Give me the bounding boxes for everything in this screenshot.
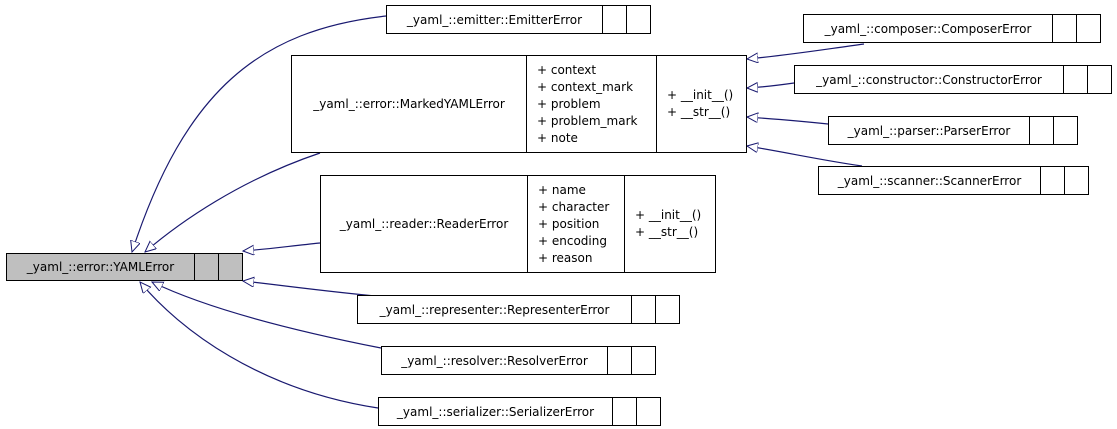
class-node-parsererror[interactable]: _yaml_::parser::ParserError xyxy=(828,116,1078,145)
class-name: _yaml_::resolver::ResolverError xyxy=(401,353,588,368)
attribute-reason: + reason xyxy=(538,250,593,265)
class-node-scannererror[interactable]: _yaml_::scanner::ScannerError xyxy=(818,166,1089,195)
methods-compartment xyxy=(655,296,679,323)
attributes-compartment: + name + character + position + encoding… xyxy=(527,176,624,272)
edge-parser-to-marked xyxy=(747,117,829,125)
attributes-compartment xyxy=(1040,167,1064,194)
class-node-representererror[interactable]: _yaml_::representer::RepresenterError xyxy=(357,295,680,324)
class-name: _yaml_::emitter::EmitterError xyxy=(406,12,583,27)
attribute-context-mark: + context_mark xyxy=(537,79,634,94)
edge-resolver-to-yamlerror xyxy=(152,281,382,349)
methods-compartment xyxy=(636,398,660,425)
class-node-markedyamlerror[interactable]: _yaml_::error::MarkedYAMLError + context… xyxy=(291,55,747,153)
method-init: + __init__() xyxy=(667,88,734,102)
class-node-composererror[interactable]: _yaml_::composer::ComposerError xyxy=(803,14,1101,43)
class-name: _yaml_::representer::RepresenterError xyxy=(379,302,610,317)
class-name: _yaml_::error::MarkedYAMLError xyxy=(313,97,505,111)
attributes-compartment xyxy=(1052,15,1076,42)
class-node-constructorerror[interactable]: _yaml_::constructor::ConstructorError xyxy=(794,65,1112,94)
class-name: _yaml_::serializer::SerializerError xyxy=(396,404,595,419)
class-name: _yaml_::scanner::ScannerError xyxy=(837,173,1022,188)
class-node-yamlerror[interactable]: _yaml_::error::YAMLError xyxy=(6,253,243,281)
attribute-context: + context xyxy=(537,62,597,77)
method-init: + __init__() xyxy=(635,208,702,222)
method-str: + __str__() xyxy=(635,225,699,239)
methods-compartment xyxy=(1064,167,1088,194)
edge-composer-to-marked xyxy=(747,43,865,59)
attributes-compartment xyxy=(612,398,636,425)
class-name: _yaml_::constructor::ConstructorError xyxy=(816,72,1042,87)
class-name: _yaml_::composer::ComposerError xyxy=(824,21,1032,36)
methods-compartment xyxy=(631,347,655,374)
class-name: _yaml_::reader::ReaderError xyxy=(339,217,509,231)
attribute-encoding: + encoding xyxy=(538,233,607,248)
attribute-character: + character xyxy=(538,199,610,214)
attributes-compartment xyxy=(1063,66,1087,93)
attributes-compartment xyxy=(194,254,218,280)
attributes-compartment xyxy=(631,296,655,323)
methods-compartment xyxy=(218,254,242,280)
edge-serializer-to-yamlerror xyxy=(140,282,379,409)
edge-reader-to-yamlerror xyxy=(243,242,321,251)
edge-scanner-to-marked xyxy=(747,146,863,167)
attributes-compartment: + context + context_mark + problem + pro… xyxy=(526,56,656,152)
methods-compartment xyxy=(1087,66,1111,93)
class-name: _yaml_::parser::ParserError xyxy=(847,123,1011,138)
attributes-compartment xyxy=(602,6,626,33)
methods-compartment xyxy=(1053,117,1077,144)
class-node-readererror[interactable]: _yaml_::reader::ReaderError + name + cha… xyxy=(320,175,716,273)
class-name: _yaml_::error::YAMLError xyxy=(26,260,175,274)
class-node-emittererror[interactable]: _yaml_::emitter::EmitterError xyxy=(386,5,651,34)
attribute-note: + note xyxy=(537,130,578,145)
attribute-name: + name xyxy=(538,182,586,197)
class-node-serializererror[interactable]: _yaml_::serializer::SerializerError xyxy=(378,397,661,426)
attribute-problem-mark: + problem_mark xyxy=(537,113,638,128)
attributes-compartment xyxy=(607,347,631,374)
methods-compartment xyxy=(626,6,650,33)
edge-constructor-to-marked xyxy=(747,83,795,88)
methods-compartment: + __init__() + __str__() xyxy=(624,176,715,272)
edge-emitter-to-yamlerror xyxy=(132,15,387,252)
attributes-compartment xyxy=(1029,117,1053,144)
methods-compartment: + __init__() + __str__() xyxy=(656,56,746,152)
methods-compartment xyxy=(1076,15,1100,42)
attribute-problem: + problem xyxy=(537,96,601,111)
attribute-position: + position xyxy=(538,216,600,231)
method-str: + __str__() xyxy=(667,105,731,119)
edge-marked-to-yamlerror xyxy=(145,152,321,252)
class-node-resolvererror[interactable]: _yaml_::resolver::ResolverError xyxy=(381,346,656,375)
